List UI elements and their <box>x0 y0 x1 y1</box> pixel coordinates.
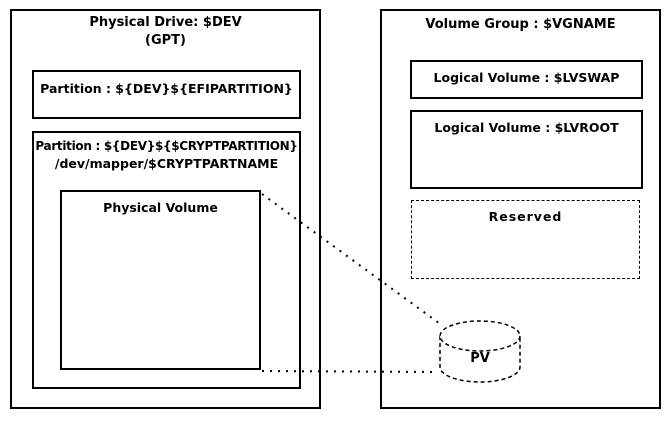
physical-drive-title-block: Physical Drive: $DEV (GPT) <box>12 14 319 50</box>
physical-drive-title: Physical Drive: $DEV <box>89 15 242 30</box>
lv-swap-box: Logical Volume : $LVSWAP <box>410 60 643 99</box>
physical-volume-label: Physical Volume <box>103 200 218 215</box>
reserved-label: Reserved <box>488 209 563 224</box>
crypt-partition-label-block: Partition : ${DEV}${$CRYPTPARTITION} /de… <box>34 138 299 172</box>
crypt-partition-label-line1: Partition : ${DEV}${$CRYPTPARTITION} <box>35 139 298 153</box>
physical-drive-subtitle: (GPT) <box>145 33 186 48</box>
lv-swap-label: Logical Volume : $LVSWAP <box>433 70 620 85</box>
volume-group-box: Volume Group : $VGNAME Logical Volume : … <box>380 9 661 409</box>
volume-group-title: Volume Group : $VGNAME <box>425 17 616 32</box>
efi-partition-box: Partition : ${DEV}${EFIPARTITION} <box>32 70 301 119</box>
crypt-partition-label-line2: /dev/mapper/$CRYPTPARTNAME <box>54 156 279 171</box>
physical-drive-box: Physical Drive: $DEV (GPT) Partition : $… <box>10 9 321 409</box>
physical-volume-box: Physical Volume <box>60 190 261 370</box>
lv-root-box: Logical Volume : $LVROOT <box>410 110 643 189</box>
pv-cylinder-label: PV <box>470 351 490 366</box>
efi-partition-label: Partition : ${DEV}${EFIPARTITION} <box>40 81 293 96</box>
reserved-box: Reserved <box>411 200 640 279</box>
crypt-partition-box: Partition : ${DEV}${$CRYPTPARTITION} /de… <box>32 131 301 389</box>
lv-root-label: Logical Volume : $LVROOT <box>434 120 619 135</box>
